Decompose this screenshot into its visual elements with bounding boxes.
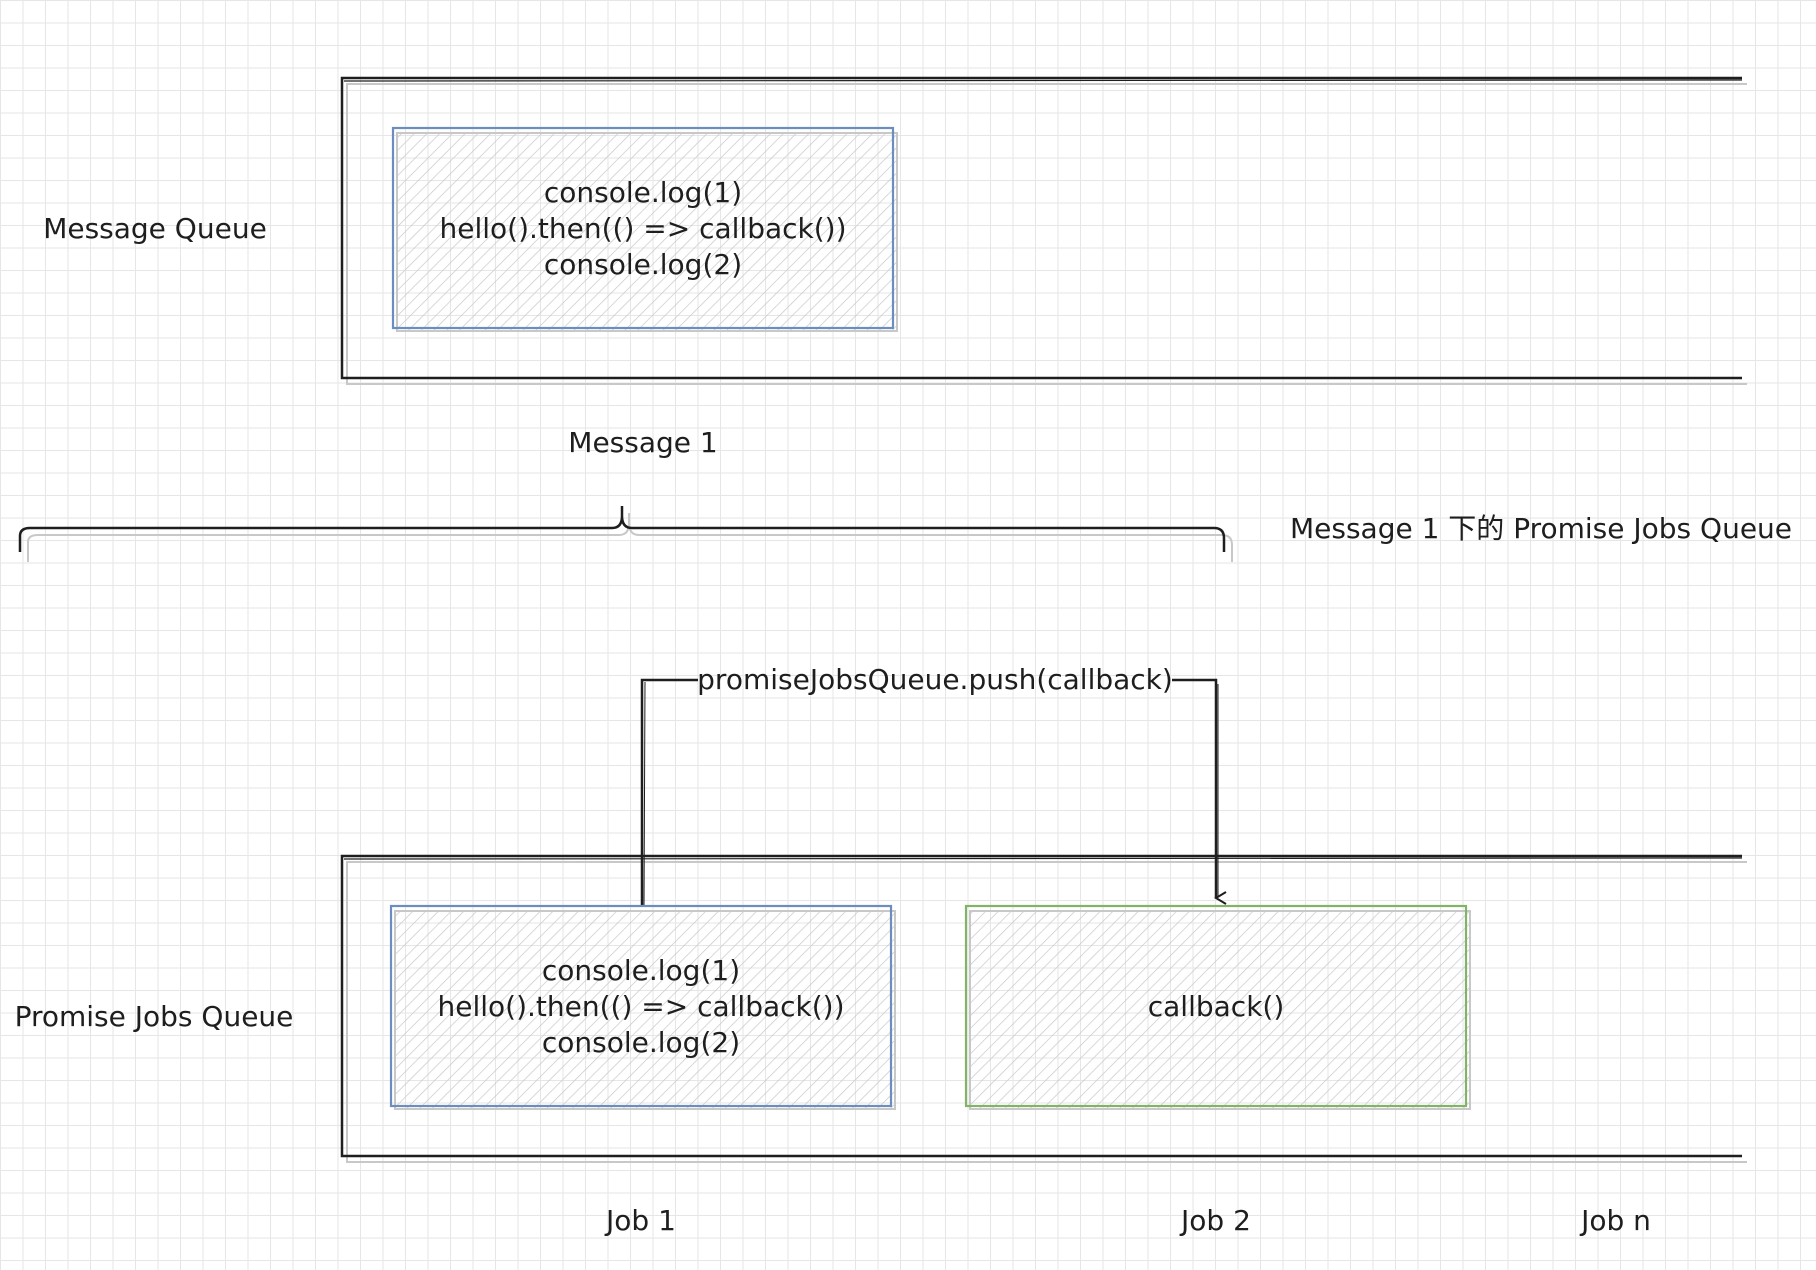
job-1-box: console.log(1) hello().then(() => callba… — [389, 904, 896, 1110]
job-2-label: Job 2 — [1179, 1204, 1251, 1237]
job-2-box: callback() — [964, 904, 1471, 1110]
job-1-label: Job 1 — [604, 1204, 676, 1237]
message-1-code-line-2: hello().then(() => callback()) — [439, 212, 846, 245]
promise-jobs-queue-label: Promise Jobs Queue — [15, 1000, 294, 1033]
job-1-code-line-1: console.log(1) — [542, 954, 740, 987]
message-1-code-line-1: console.log(1) — [544, 176, 742, 209]
job-2-code-line-1: callback() — [1148, 990, 1285, 1023]
message-queue-label: Message Queue — [43, 212, 267, 245]
message-queue-container — [340, 76, 1747, 385]
message-1-label: Message 1 — [568, 426, 717, 459]
job-n-label: Job n — [1579, 1204, 1651, 1237]
push-label: promiseJobsQueue.push(callback) — [697, 663, 1173, 696]
message-1-box: console.log(1) hello().then(() => callba… — [391, 126, 898, 332]
promise-jobs-queue-container — [340, 854, 1747, 1163]
message-1-code-line-3: console.log(2) — [544, 248, 742, 281]
job-1-code-line-3: console.log(2) — [542, 1026, 740, 1059]
curly-brace — [18, 506, 1233, 562]
job-1-code-line-2: hello().then(() => callback()) — [437, 990, 844, 1023]
push-arrow — [640, 678, 1227, 907]
message-1-jobs-queue-label: Message 1 下的 Promise Jobs Queue — [1290, 512, 1792, 545]
